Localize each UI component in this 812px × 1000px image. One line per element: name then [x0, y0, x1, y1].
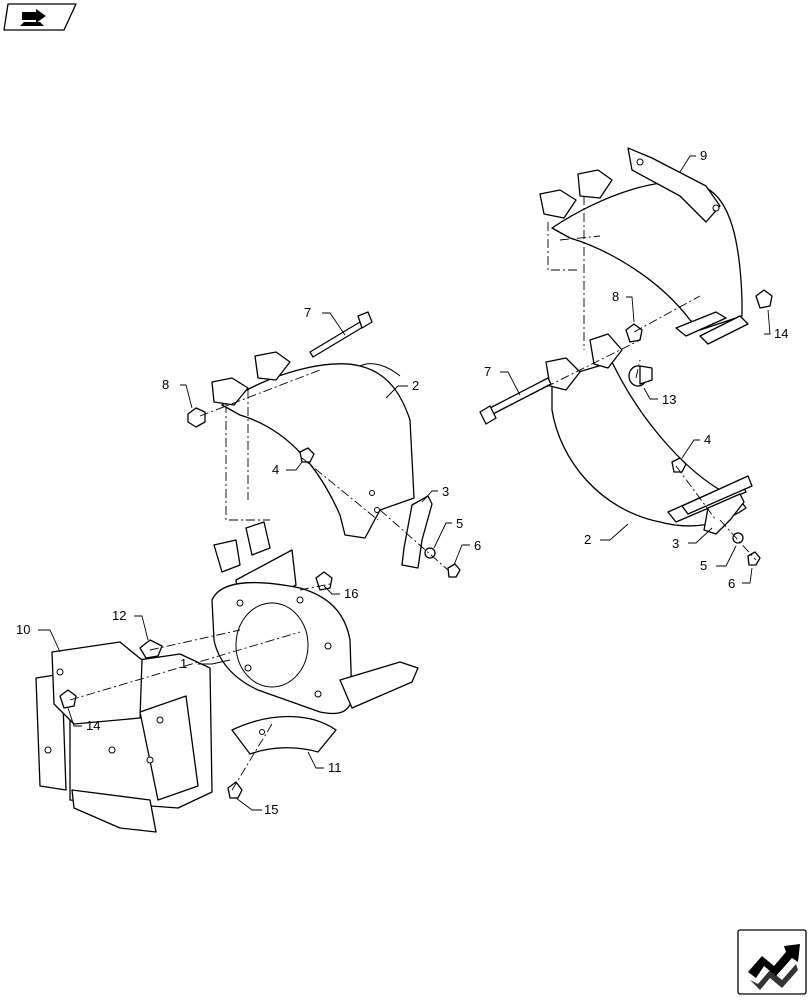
callout-8-left: 8 — [162, 377, 169, 392]
lower-band-right — [545, 333, 753, 527]
callout-7-left: 7 — [304, 305, 311, 320]
bolt-right — [479, 377, 552, 425]
callout-8-right: 8 — [612, 289, 619, 304]
nut-16 — [315, 571, 333, 591]
callout-2-right: 2 — [584, 532, 591, 547]
callout-10: 10 — [16, 622, 30, 637]
bolt-15 — [227, 781, 243, 799]
washer-right — [732, 532, 744, 544]
bolt-12 — [139, 639, 163, 659]
next-page-arrow-icon[interactable] — [737, 929, 807, 995]
callout-13: 13 — [662, 392, 676, 407]
clip-left — [401, 495, 433, 569]
callout-14-left: 14 — [86, 718, 100, 733]
nut-6-right — [747, 551, 761, 566]
nut-14-right — [755, 289, 773, 309]
callout-5-right: 5 — [700, 558, 707, 573]
lower-shield — [231, 715, 337, 755]
nut-right — [625, 323, 643, 343]
callout-6-left: 6 — [474, 538, 481, 553]
bolt-left — [309, 311, 373, 358]
book-arrow-icon[interactable] — [3, 3, 77, 31]
clamp-band-left — [211, 351, 415, 539]
callout-2-left: 2 — [412, 378, 419, 393]
callout-4-left: 4 — [272, 462, 279, 477]
callout-5-left: 5 — [456, 516, 463, 531]
upper-band-right — [539, 147, 749, 345]
callout-6-right: 6 — [728, 576, 735, 591]
nut-6-left — [447, 563, 461, 578]
nut-left — [187, 407, 206, 428]
callout-15: 15 — [264, 802, 278, 817]
alignment-lines — [69, 196, 757, 791]
mounting-bracket — [211, 521, 419, 715]
callout-3-right: 3 — [672, 536, 679, 551]
callout-3-left: 3 — [442, 484, 449, 499]
pin-13 — [628, 365, 653, 387]
washer-left — [424, 547, 436, 559]
callout-4-right: 4 — [704, 432, 711, 447]
callout-12: 12 — [112, 608, 126, 623]
callout-16: 16 — [344, 586, 358, 601]
callout-7-right: 7 — [484, 364, 491, 379]
callout-1: 1 — [180, 656, 187, 671]
carriage-bolt-left — [299, 447, 315, 463]
carriage-bolt-right — [671, 457, 687, 473]
leader-lines — [38, 155, 771, 811]
callout-14-right: 14 — [774, 326, 788, 341]
nut-14-cover — [59, 689, 77, 709]
callout-9: 9 — [700, 148, 707, 163]
callout-11: 11 — [328, 760, 342, 775]
clip-right — [703, 493, 745, 535]
callout-labels: 1 2 2 3 3 4 4 5 5 6 6 7 7 8 8 9 10 11 12… — [16, 148, 788, 817]
